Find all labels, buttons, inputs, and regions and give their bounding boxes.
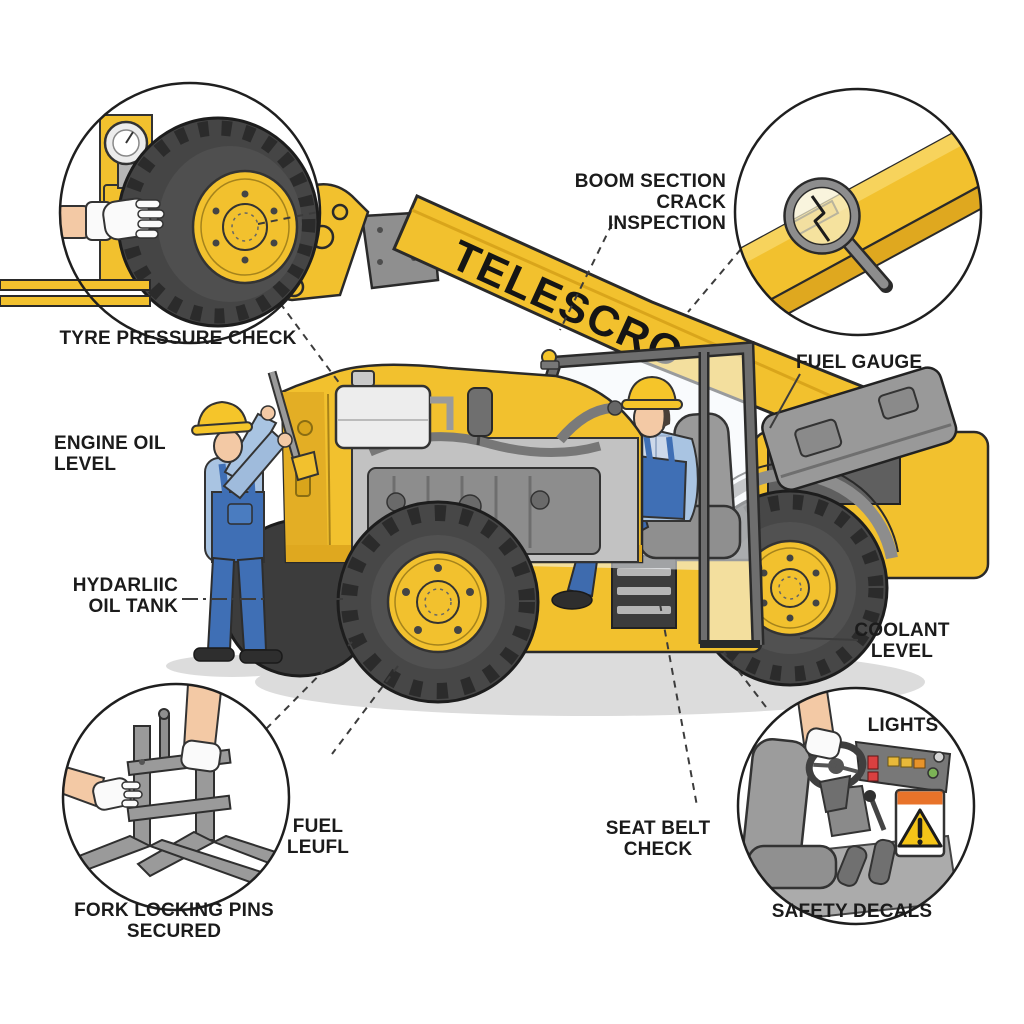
inset-cab-interior [736,686,976,926]
inset-fork-pins [61,682,291,912]
dashboard [854,740,952,794]
gloved-hand-left [63,764,143,811]
worker-bib [211,491,265,563]
seat-belt-leader [659,603,698,807]
worker-leg [206,556,236,651]
engine-module [280,363,644,564]
label-safety-decals: SAFETY DECALS [771,901,933,922]
worker-shoe [193,647,235,662]
label-boom-crack: BOOM SECTION CRACK INSPECTION [574,171,726,234]
label-lights: LIGHTS [867,715,939,736]
gloved-hand-right [180,684,224,773]
label-fork-pins: FORK LOCKING PINS SECURED [74,900,274,942]
worker-hard-hat [196,400,249,429]
operator-hard-hat [626,375,678,405]
worker-face [213,429,243,463]
fork-carriage [63,684,289,892]
front-wheel [336,500,540,704]
crack-mark [810,195,831,242]
label-engine-oil: ENGINE OIL LEVEL [54,433,166,475]
label-seat-belt: SEAT BELT CHECK [605,818,711,860]
fork-tines [0,279,151,307]
worker-checking-oil [191,370,320,664]
coolant-tank [334,370,454,450]
inset-tyre-pressure [0,81,322,345]
fuel-gauge-leader [769,373,801,429]
open-hood [761,366,958,491]
label-coolant: COOLANT LEVEL [854,620,950,662]
side-mirror [467,387,493,446]
gloved-hand [60,197,165,241]
label-fuel-gauge: FUEL GAUGE [796,352,923,373]
operator-boot [551,590,593,610]
magnifier-icon [783,177,893,293]
label-hydraulic-tank: HYDARLIIC OIL TANK [72,575,178,617]
label-tyre-pressure: TYRE PRESSURE CHECK [59,328,297,349]
coolant-leader [799,637,859,641]
warning-decal [894,788,946,858]
pedal [836,845,868,887]
label-fuel-level: FUEL LEUFL [286,816,350,858]
leader-lines [182,223,859,807]
inset-boom-crack [733,87,983,337]
